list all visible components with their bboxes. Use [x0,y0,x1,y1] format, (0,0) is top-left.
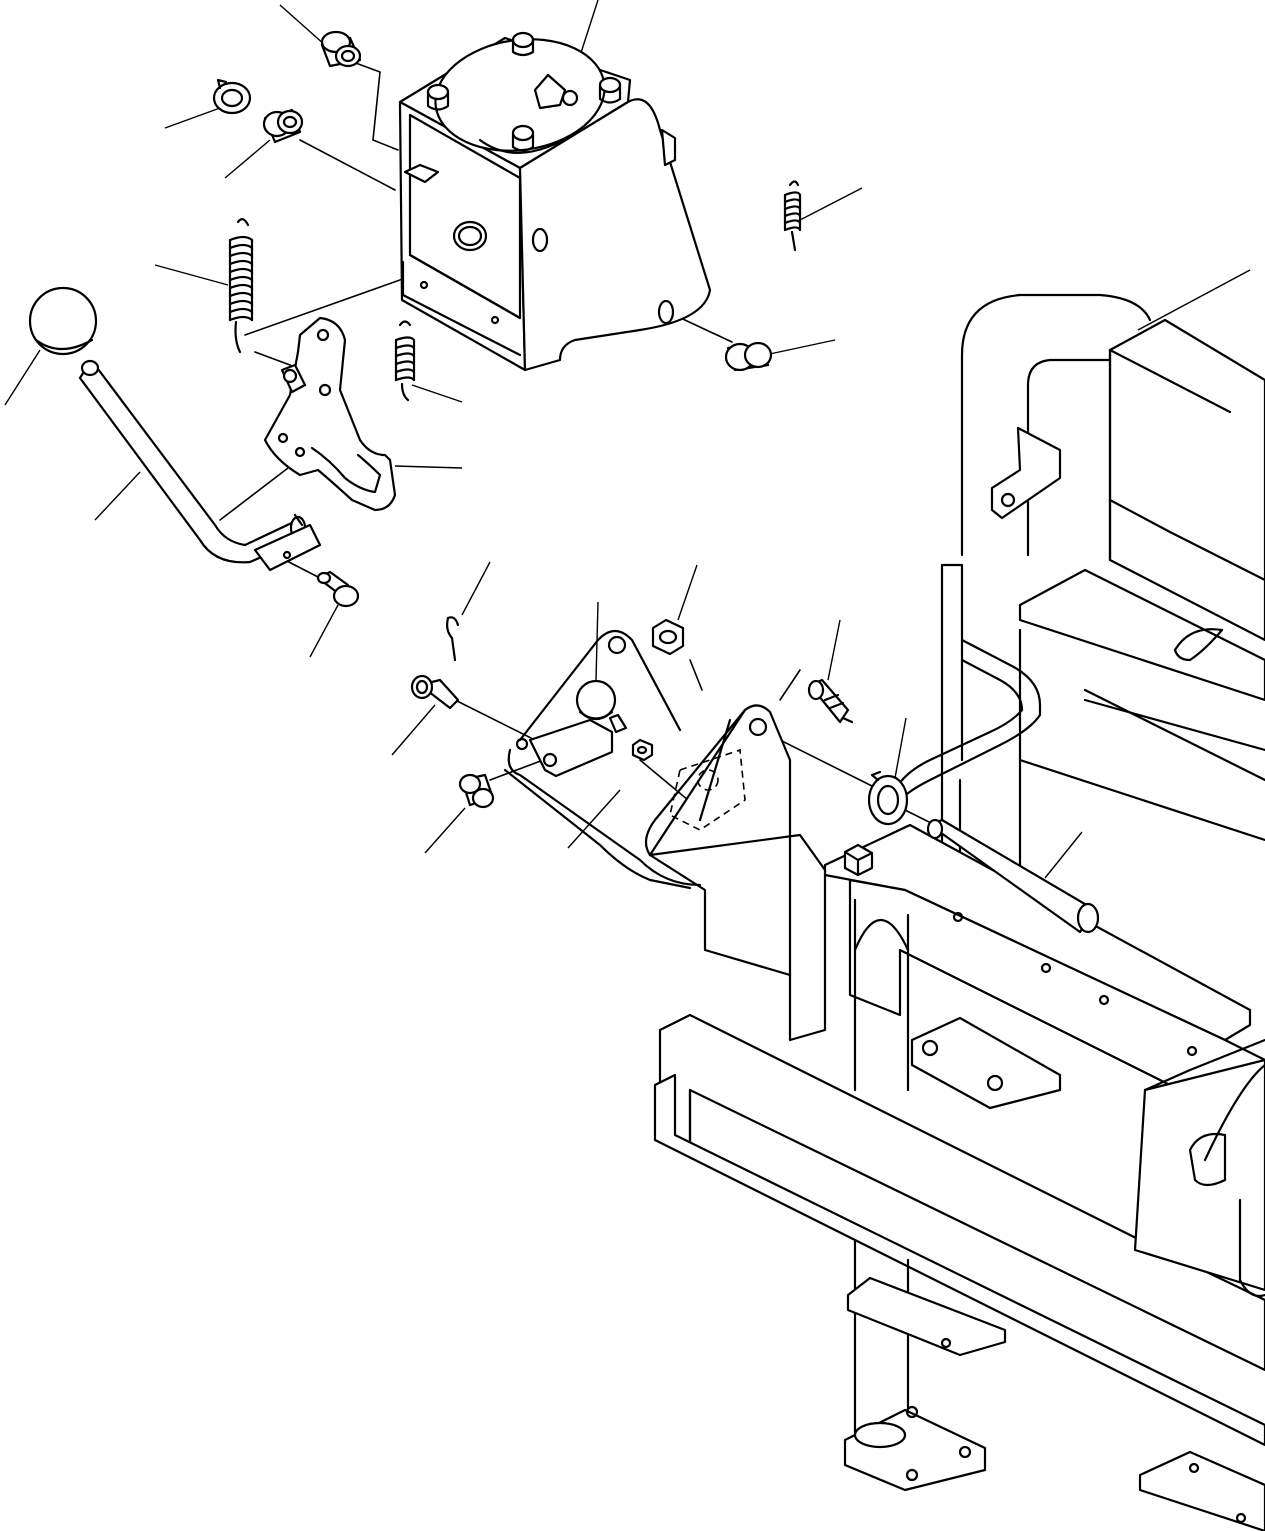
frame [653,293,1265,1531]
small-spring-right [783,180,802,252]
snap-ring-right [867,770,909,826]
stop-ball [575,679,628,734]
bushing-right [724,341,773,372]
bushing-left [262,108,304,144]
limit-switch [807,678,854,724]
bolt-lever [316,570,360,608]
nut-upper [651,618,685,656]
large-spring [228,218,254,354]
bolt-bracket [410,674,460,710]
lever-housing [398,31,712,372]
knob [28,286,98,356]
nut-lower [631,738,654,762]
guide-plate [263,316,397,512]
cotter-pin [446,616,460,662]
snap-ring-left [212,78,252,115]
spacer [458,773,495,809]
bushing-top [320,30,362,68]
small-spring-center [394,320,416,402]
bracket [503,629,827,1042]
lever-rod [78,359,322,572]
pin [926,818,1100,934]
